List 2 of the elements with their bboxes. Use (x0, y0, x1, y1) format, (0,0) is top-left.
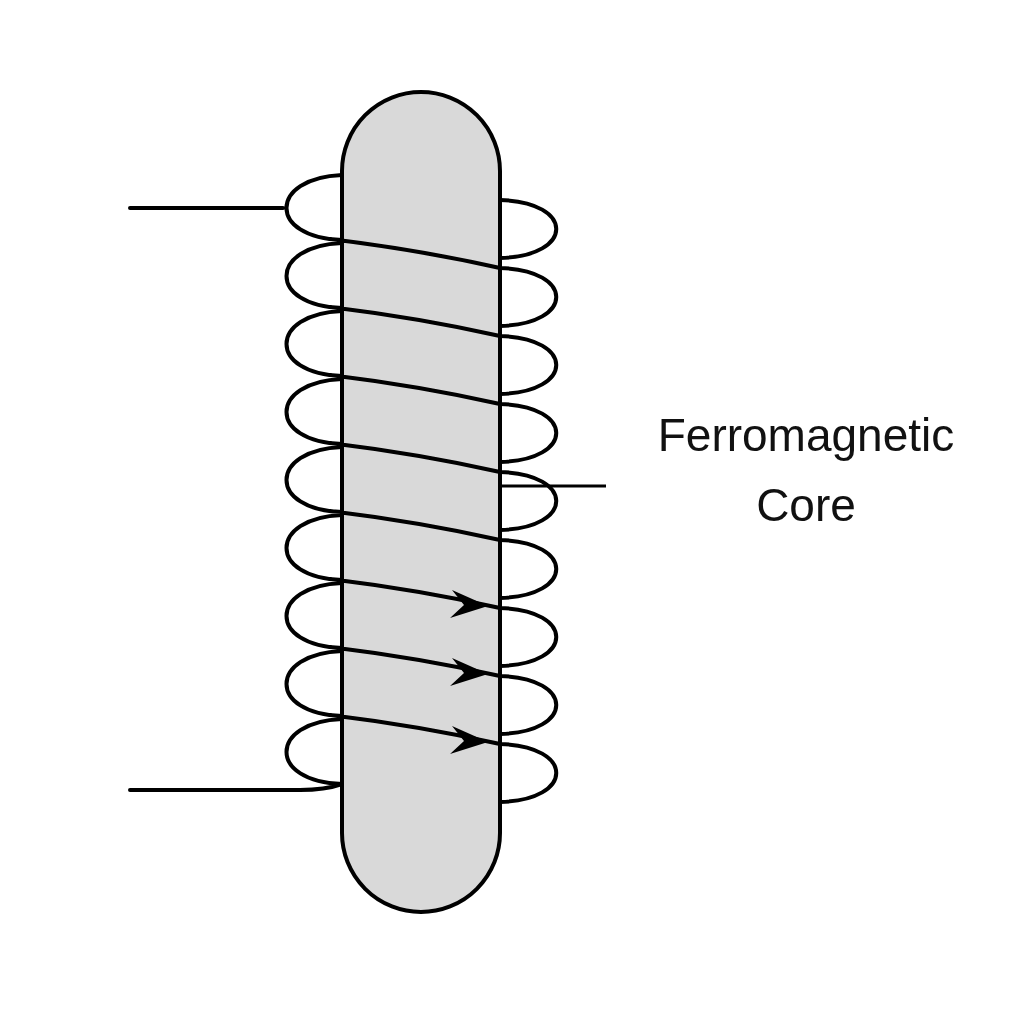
core-label: Ferromagnetic Core (606, 400, 1006, 540)
leader-line (500, 484, 606, 488)
